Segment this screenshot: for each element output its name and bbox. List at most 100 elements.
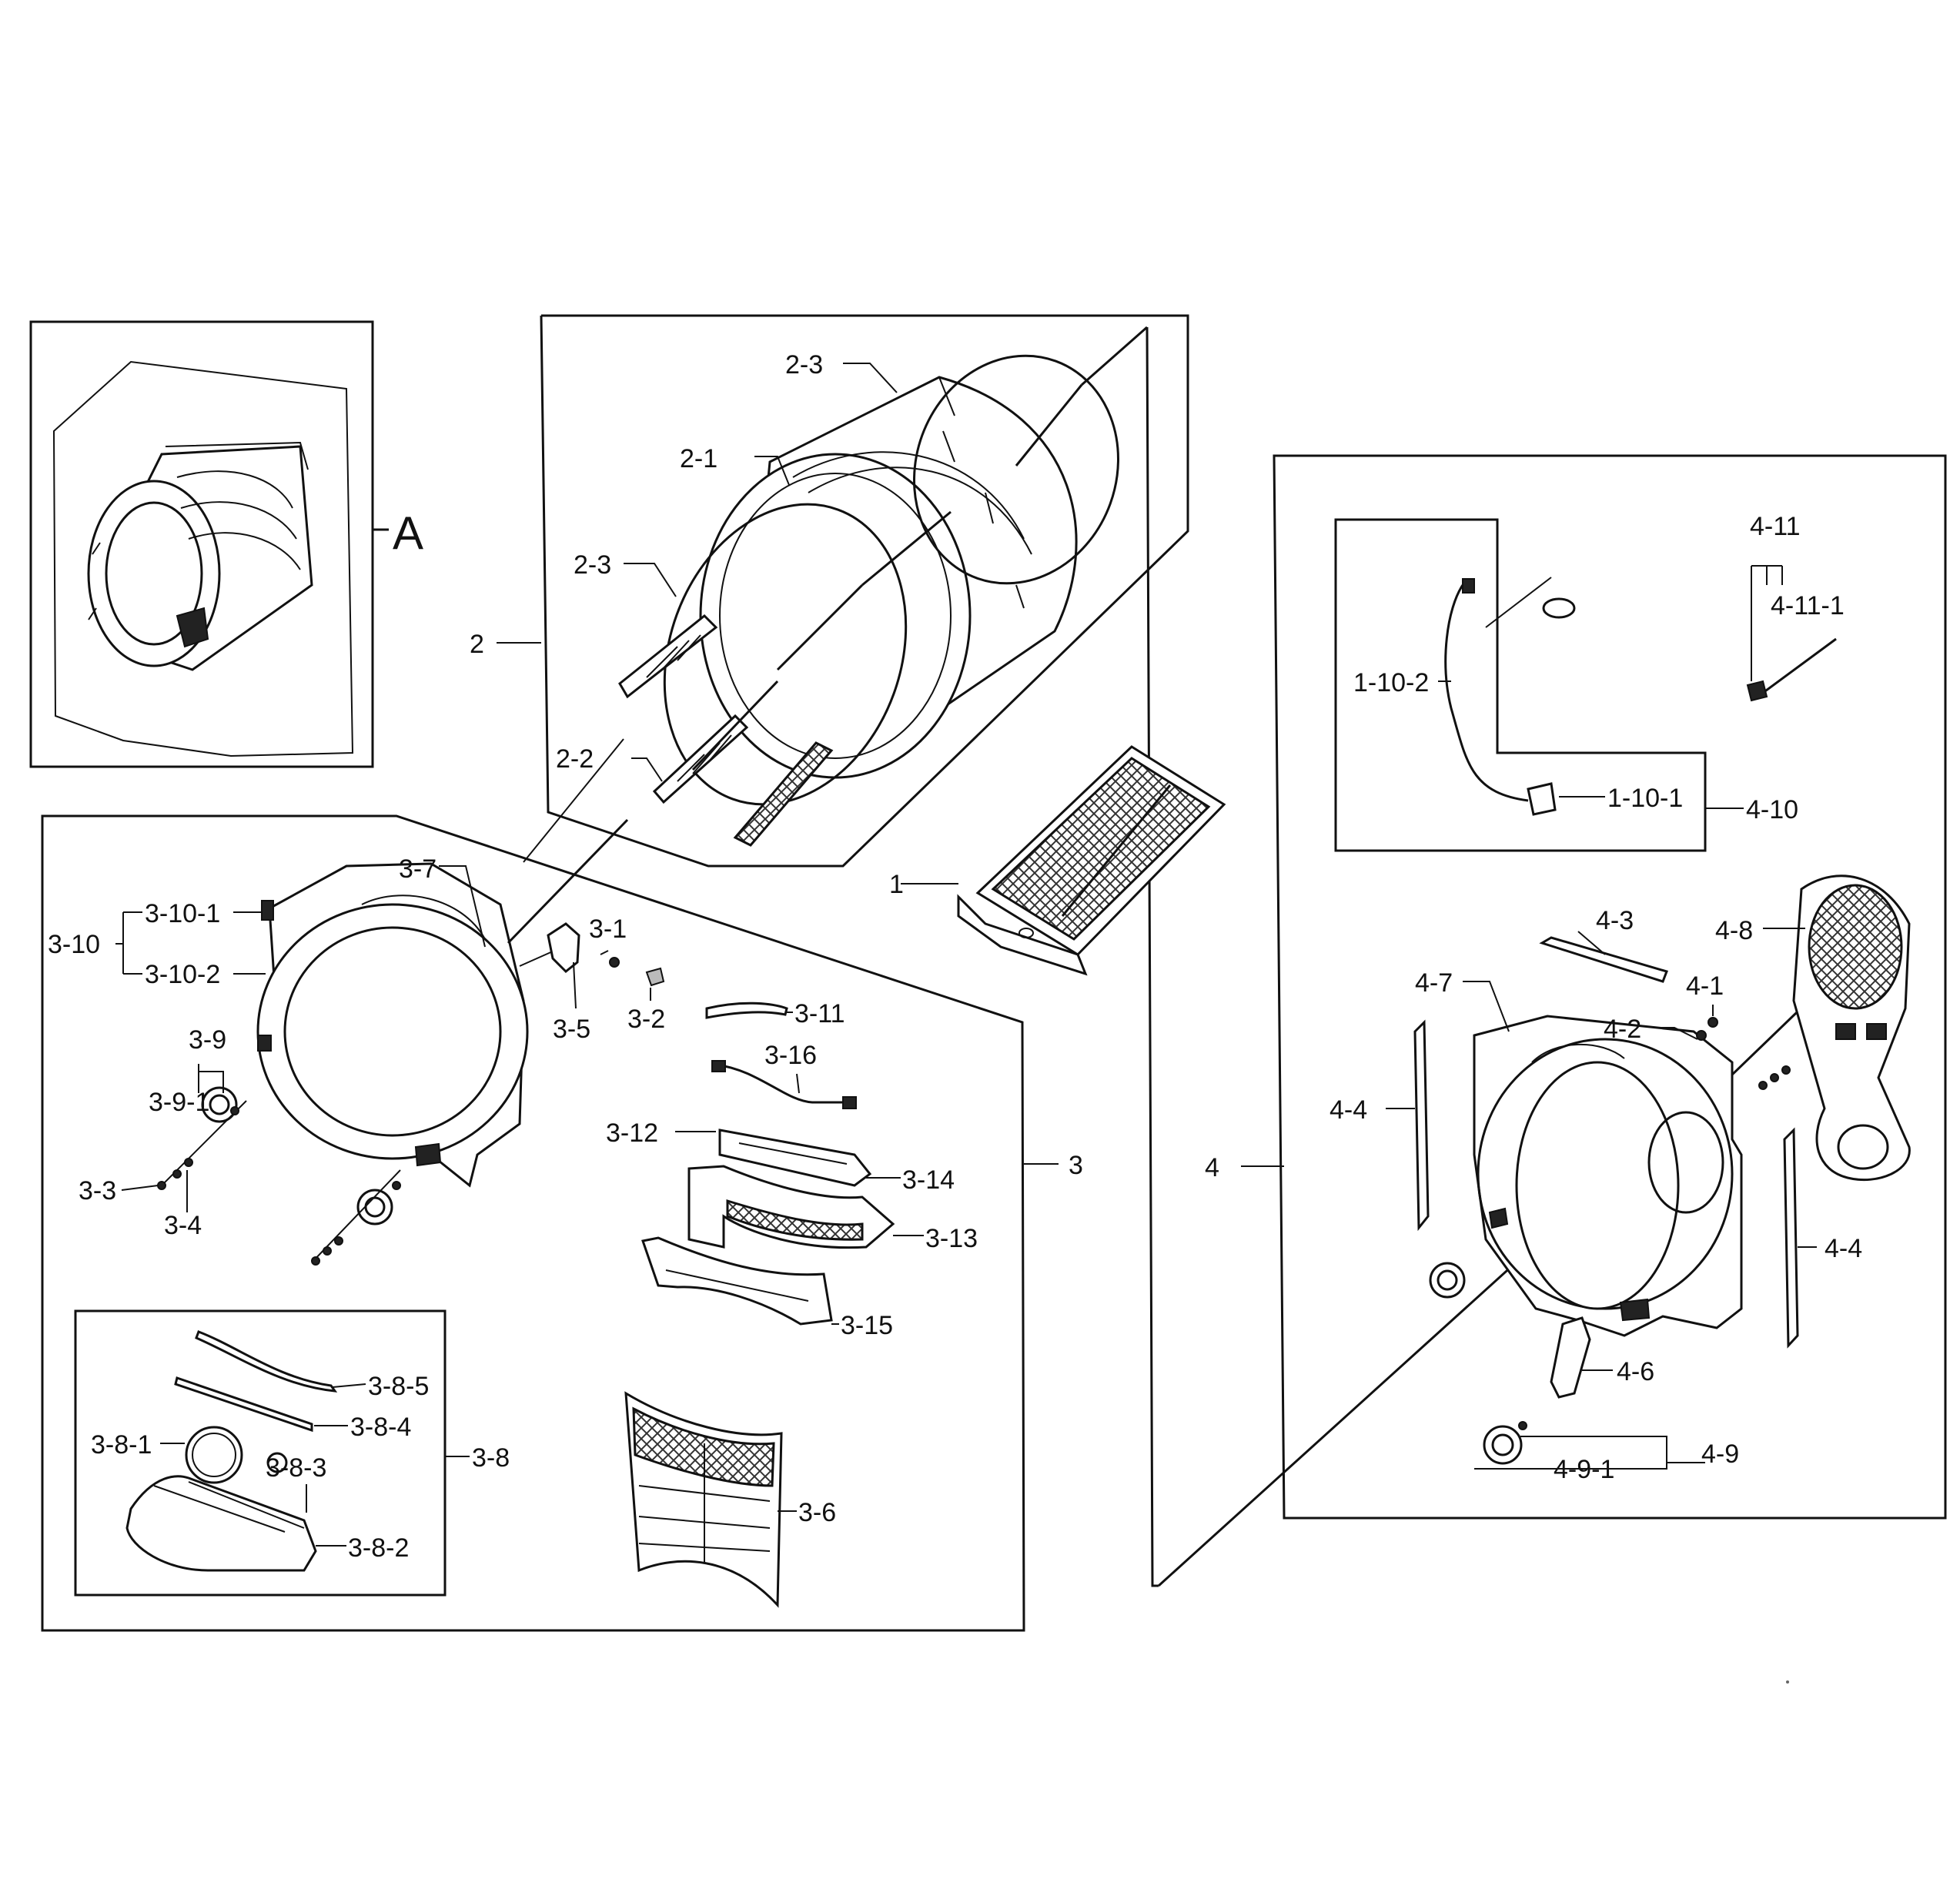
panel-rear-group: 4 1-10-2 1-10-1 4-10 4-11 4-11-1 4-3 xyxy=(1157,454,1947,1587)
label-2-2: 2-2 xyxy=(556,744,594,774)
part-4-3-bracket xyxy=(1539,936,1668,983)
label-3-9: 3-9 xyxy=(189,1025,226,1055)
label-4-1: 4-1 xyxy=(1686,971,1724,1001)
label-3-1: 3-1 xyxy=(589,915,627,944)
panel-assembly-a: A xyxy=(29,320,423,768)
drum-rear-seal-ring xyxy=(913,354,1119,585)
label-3-14: 3-14 xyxy=(902,1165,955,1195)
lifter-guide xyxy=(691,680,779,771)
part-3-2-clip xyxy=(645,967,665,987)
part-3-5-sensor xyxy=(547,922,580,974)
label-3-8-1: 3-8-1 xyxy=(91,1430,152,1460)
label-3-10-1: 3-10-1 xyxy=(145,899,220,928)
part-4-7-rear-bulkhead xyxy=(1473,1015,1743,1337)
part-3-15-cover xyxy=(641,1236,833,1326)
label-3-3: 3-3 xyxy=(79,1176,116,1205)
drum-axis-line-1 xyxy=(861,510,952,587)
drum-front-seal-ring xyxy=(663,503,908,806)
part-3-8-1-gasket xyxy=(185,1426,243,1484)
panel-4-frame xyxy=(1273,454,1947,1520)
grommet xyxy=(1542,597,1576,619)
label-group-3: 3 xyxy=(1069,1151,1083,1180)
label-3-16: 3-16 xyxy=(764,1041,817,1070)
roller-upper xyxy=(201,1086,238,1123)
roller-lower xyxy=(356,1189,393,1226)
label-2-3-top: 2-3 xyxy=(785,350,823,380)
part-4-6-duct xyxy=(1550,1316,1591,1399)
label-3-10-2: 3-10-2 xyxy=(145,960,220,989)
panel-2-frame xyxy=(540,314,1189,868)
label-4-4-right: 4-4 xyxy=(1825,1234,1862,1263)
label-3-9-1: 3-9-1 xyxy=(149,1088,209,1117)
label-4-8: 4-8 xyxy=(1715,916,1753,945)
drum-axis-line-3 xyxy=(1015,384,1083,466)
label-3-10: 3-10 xyxy=(48,930,100,959)
part-3-6-lint-filter xyxy=(624,1391,783,1608)
label-4-2: 4-2 xyxy=(1604,1015,1641,1044)
label-2-3-mid: 2-3 xyxy=(574,550,611,580)
part-1-lint-tray: 1 xyxy=(889,745,1226,976)
panel-a-frame xyxy=(29,320,374,768)
rear-axis-line xyxy=(1157,1219,1564,1587)
label-4-11-1: 4-11-1 xyxy=(1771,591,1845,620)
label-3-11: 3-11 xyxy=(794,999,845,1028)
drum-assembly-thumbnail xyxy=(87,441,313,671)
part-3-8-3 xyxy=(266,1452,288,1473)
label-4-4-left: 4-4 xyxy=(1330,1095,1367,1125)
part-3-8-5 xyxy=(195,1330,338,1393)
label-4-3: 4-3 xyxy=(1596,906,1634,935)
label-3-6: 3-6 xyxy=(798,1498,836,1527)
panel-4-10-wiring: 1-10-2 1-10-1 4-10 xyxy=(1334,518,1798,852)
part-4-9-roller xyxy=(1483,1425,1523,1465)
panel-front-group: 3 3-7 3-10 3-10-1 3-10-2 3-5 3-1 xyxy=(41,814,1083,1632)
part-3-16-harness xyxy=(715,1063,851,1104)
label-3-2: 3-2 xyxy=(627,1005,665,1034)
part-3-8-4 xyxy=(174,1376,313,1433)
assembly-ref-label: A xyxy=(393,507,423,559)
part-4-11-1-screw xyxy=(1762,637,1837,694)
label-group-2: 2 xyxy=(470,630,484,659)
front-bulkhead xyxy=(256,862,529,1188)
part-4-4-slide-left xyxy=(1413,1019,1430,1232)
drum xyxy=(699,376,1078,779)
label-3-8-3: 3-8-3 xyxy=(266,1453,326,1483)
panel-3-8-duct-assembly: 3-8 3-8-5 3-8-4 3-8-1 3-8-3 3-8-2 xyxy=(74,1309,510,1597)
front-axis-line xyxy=(507,818,629,945)
label-1-10-1: 1-10-1 xyxy=(1607,784,1683,813)
label-group-4: 4 xyxy=(1205,1153,1219,1182)
label-group-1: 1 xyxy=(889,870,904,899)
label-3-8-5: 3-8-5 xyxy=(368,1372,429,1401)
label-3-15: 3-15 xyxy=(841,1311,893,1340)
label-4-11: 4-11 xyxy=(1750,512,1801,541)
panel-3-frame xyxy=(41,814,1025,1632)
part-1-10-1-thermostat xyxy=(1527,782,1557,816)
panel-drum-group: 2-3 2-1 2-3 2-2 2 xyxy=(470,314,1189,1587)
part-1-10-2-cable xyxy=(1444,584,1529,802)
part-4-8-belt-cover xyxy=(1792,874,1911,1182)
label-4-7: 4-7 xyxy=(1415,968,1453,998)
panel-a-inner-outline xyxy=(52,360,354,757)
label-4-9: 4-9 xyxy=(1701,1440,1739,1469)
drum-axis-line-2 xyxy=(776,584,864,671)
part-4-4-slide-right xyxy=(1783,1127,1799,1349)
label-3-8-2: 3-8-2 xyxy=(348,1533,409,1563)
label-4-9-1: 4-9-1 xyxy=(1554,1455,1614,1484)
label-3-7: 3-7 xyxy=(399,854,436,884)
label-3-8-4: 3-8-4 xyxy=(350,1413,411,1442)
label-3-5: 3-5 xyxy=(553,1015,590,1044)
part-3-1-screw xyxy=(609,957,620,968)
label-3-8: 3-8 xyxy=(472,1443,510,1473)
label-2-1: 2-1 xyxy=(680,444,717,473)
label-4-10: 4-10 xyxy=(1746,795,1798,824)
rear-roller-upper xyxy=(1429,1262,1466,1299)
label-1-10-2: 1-10-2 xyxy=(1353,668,1429,697)
label-3-12: 3-12 xyxy=(606,1119,658,1148)
part-3-14-bracket xyxy=(718,1129,872,1187)
part-3-11 xyxy=(705,1002,788,1019)
speck xyxy=(1786,1680,1789,1684)
drum-lifter-3 xyxy=(733,741,834,847)
label-3-13: 3-13 xyxy=(925,1224,978,1253)
label-3-4: 3-4 xyxy=(164,1211,202,1240)
panel-2-guide-top xyxy=(1081,326,1148,386)
